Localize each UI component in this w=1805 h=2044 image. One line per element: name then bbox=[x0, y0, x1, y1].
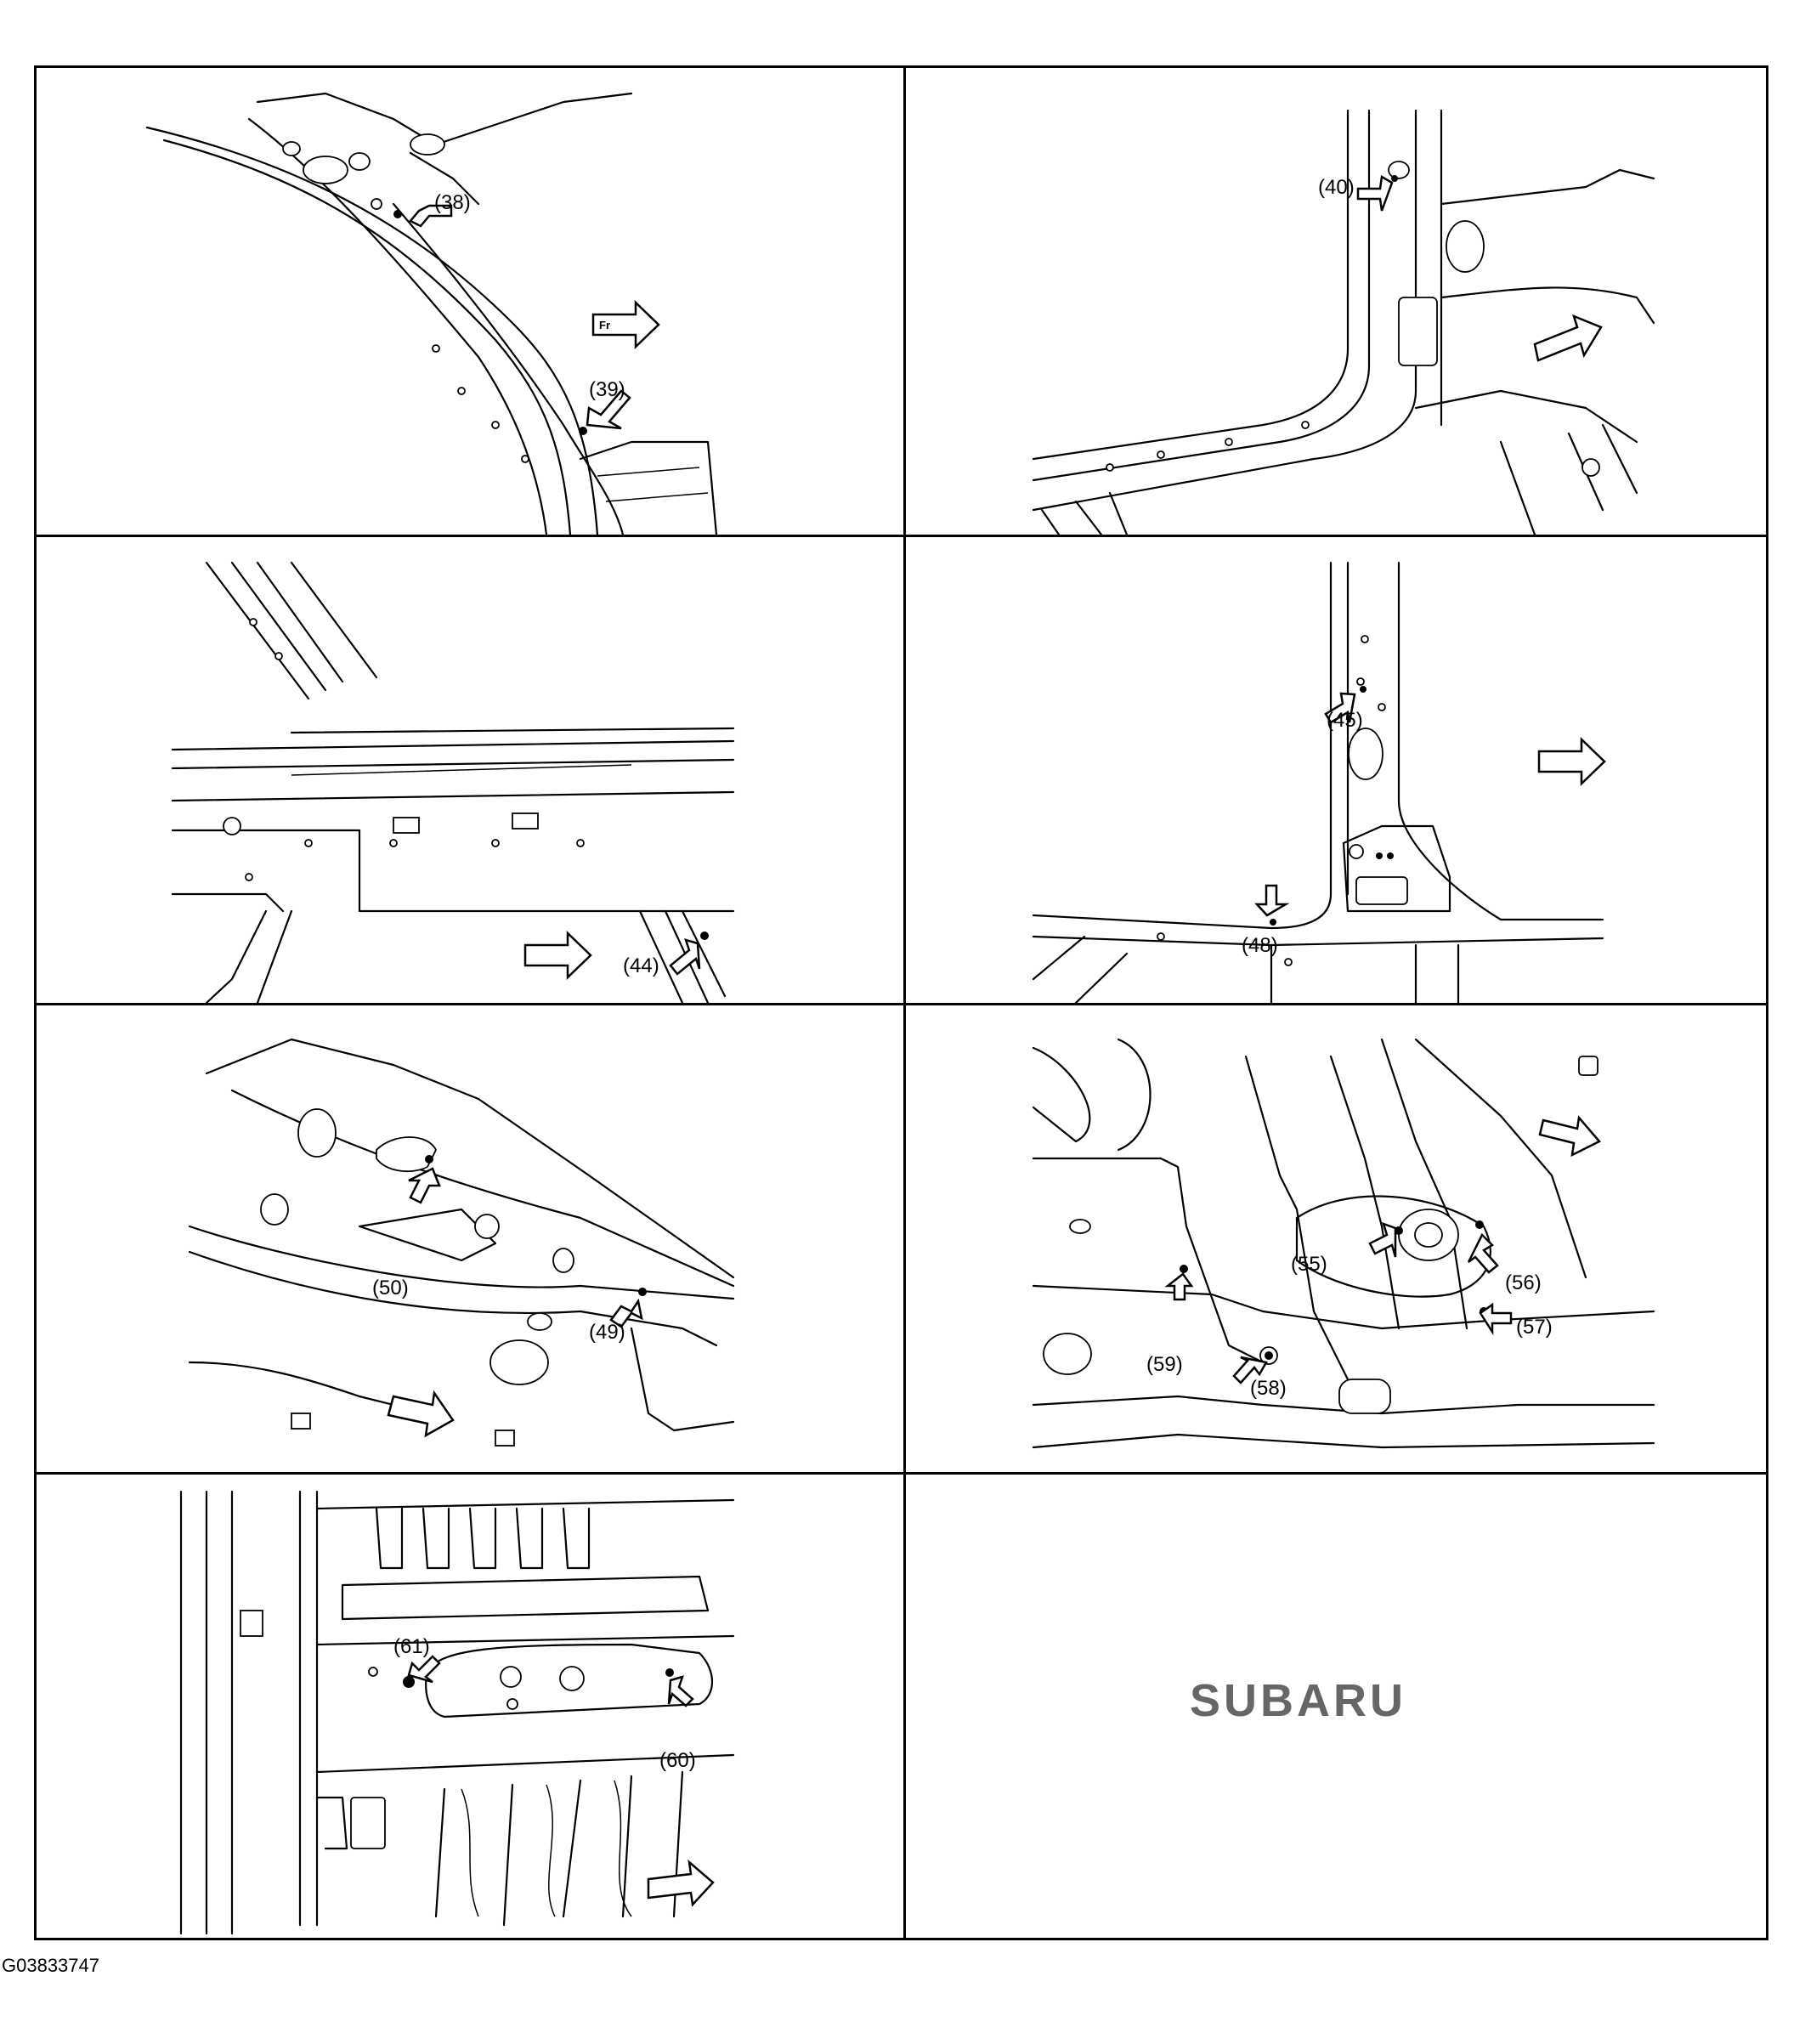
panel-6-drawing: (55) (56) (59) (58) (57) bbox=[1032, 1038, 1655, 1449]
callout-45: (45) bbox=[1327, 709, 1363, 732]
panel-2-drawing: (40) bbox=[1032, 109, 1655, 535]
front-marker: Fr bbox=[599, 319, 610, 331]
panel-3-roof-rail: (44) bbox=[37, 537, 903, 1003]
panel-1-a-pillar: Fr (38) (39) bbox=[37, 68, 903, 535]
figure-code: G03833747 bbox=[2, 1955, 99, 1976]
callout-58: (58) bbox=[1250, 1377, 1287, 1400]
panel-7-trunk-floor: (61) (60) bbox=[37, 1475, 903, 1943]
callout-59: (59) bbox=[1146, 1353, 1183, 1376]
front-arrow-icon-6 bbox=[1538, 1115, 1601, 1158]
spot-arrow-38 bbox=[409, 204, 453, 228]
panel-2-center-pillar: (40) bbox=[906, 68, 1771, 535]
panel-7-drawing: (61) (60) bbox=[179, 1490, 735, 1935]
diagram-grid: Fr (38) (39) (40) bbox=[34, 65, 1768, 1940]
callout-61: (61) bbox=[393, 1635, 430, 1658]
front-arrow-icon-5 bbox=[387, 1390, 455, 1438]
panel-5-drawing: (50) (49) bbox=[188, 1038, 735, 1447]
grid-divider-row-2 bbox=[37, 1003, 1766, 1005]
panel-4-b-pillar: (45) (48) bbox=[906, 537, 1771, 1003]
front-arrow-icon-7 bbox=[647, 1859, 715, 1907]
callout-38: (38) bbox=[434, 191, 471, 214]
grid-divider-row-3 bbox=[37, 1472, 1766, 1475]
front-arrow-icon-3 bbox=[523, 931, 592, 980]
callout-44: (44) bbox=[623, 954, 659, 977]
callout-49: (49) bbox=[589, 1321, 625, 1344]
callout-50: (50) bbox=[372, 1277, 409, 1299]
panel-5-rear-apron: (50) (49) bbox=[37, 1005, 903, 1472]
front-arrow-icon-2 bbox=[1533, 314, 1603, 362]
panel-6-rear-floor: (55) (56) (59) (58) (57) bbox=[906, 1005, 1771, 1472]
panel-1-drawing: Fr (38) (39) bbox=[145, 92, 718, 535]
callout-55: (55) bbox=[1291, 1253, 1327, 1276]
panel-3-drawing: (44) bbox=[171, 561, 735, 1003]
panel-4-drawing: (45) (48) bbox=[1032, 561, 1606, 1003]
subaru-logo: SUBARU bbox=[1190, 1675, 1407, 1726]
front-arrow-icon bbox=[591, 300, 660, 349]
grid-divider-row-1 bbox=[37, 535, 1766, 537]
callout-48: (48) bbox=[1242, 934, 1278, 957]
callout-56: (56) bbox=[1505, 1271, 1542, 1294]
callout-39: (39) bbox=[589, 378, 625, 401]
callout-40: (40) bbox=[1318, 176, 1355, 199]
front-arrow-icon-4 bbox=[1537, 737, 1606, 786]
callout-60: (60) bbox=[659, 1749, 696, 1772]
callout-57: (57) bbox=[1516, 1316, 1553, 1339]
